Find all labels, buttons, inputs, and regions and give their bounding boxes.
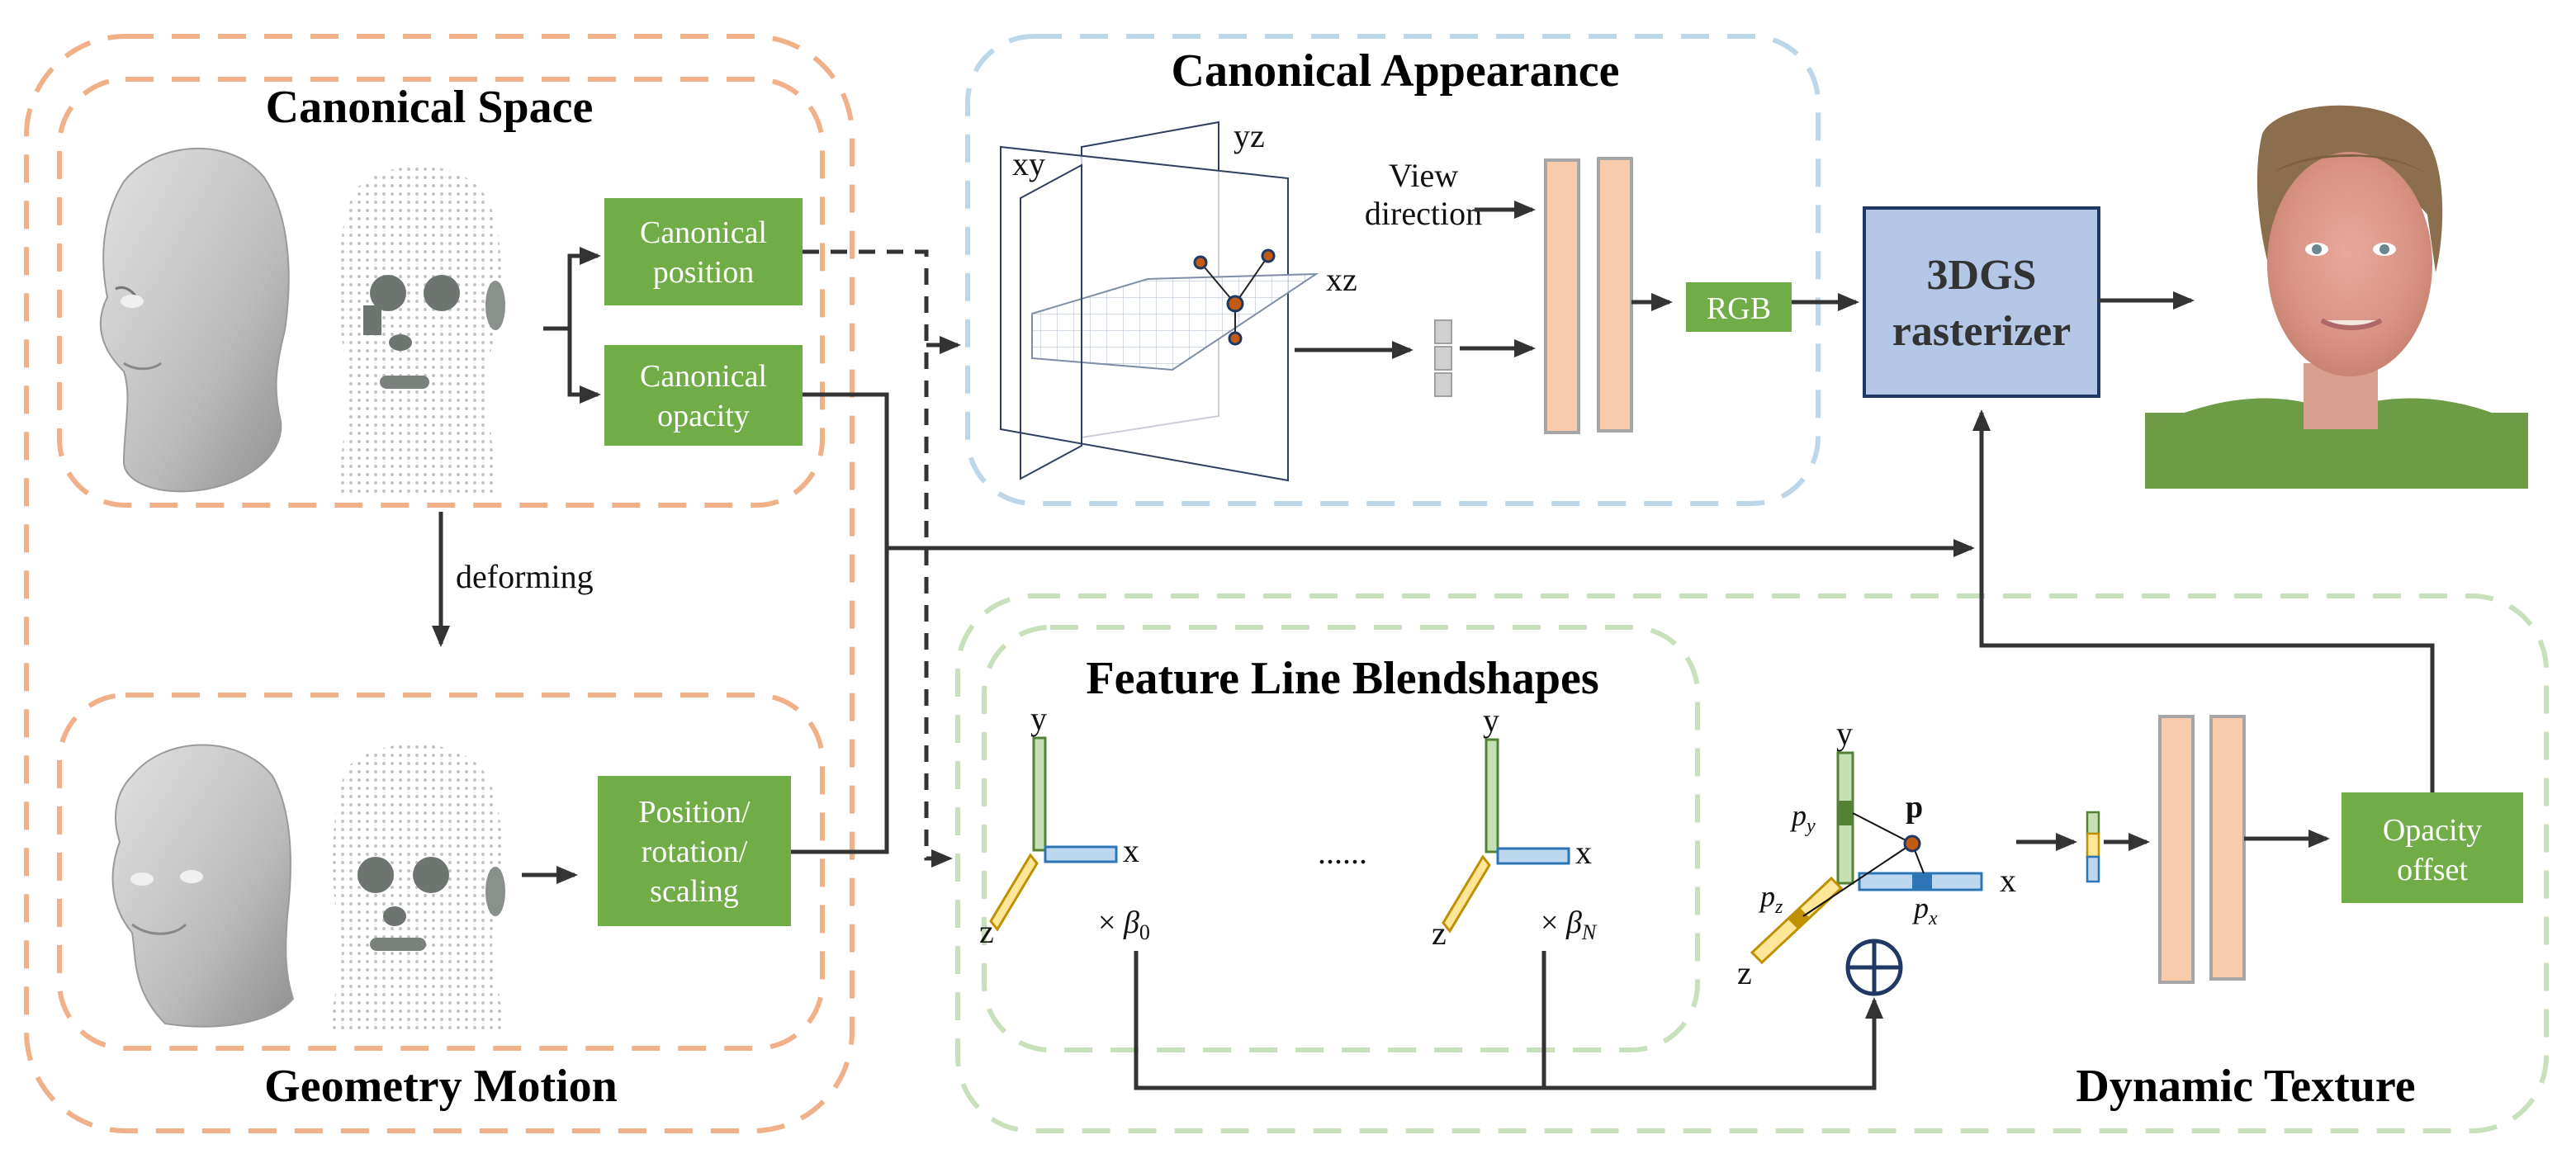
feature-lines-0 — [989, 736, 1118, 932]
svg-text:y: y — [1483, 702, 1499, 739]
deformed-gaussian-points — [330, 744, 505, 1032]
svg-text:RGB: RGB — [1707, 291, 1771, 326]
to-opacity-arrow — [567, 329, 601, 404]
geometry-motion-title: Geometry Motion — [264, 1061, 618, 1112]
canonical-appearance-title: Canonical Appearance — [1172, 45, 1620, 97]
dynamic-texture-title: Dynamic Texture — [2076, 1061, 2415, 1112]
feature-line-y — [1032, 736, 1047, 852]
triplane-icon — [1000, 121, 1319, 482]
combined-feature-lines — [1750, 751, 1983, 965]
svg-text:position: position — [653, 255, 754, 290]
sum-operator-icon — [1845, 939, 1903, 996]
svg-text:z: z — [1432, 915, 1447, 952]
proj-label-pz: pz — [1758, 880, 1783, 918]
weight-beta-n: × βN — [1541, 905, 1598, 944]
svg-text:y: y — [1030, 700, 1047, 737]
proj-label-px: px — [1911, 891, 1938, 929]
motion-inner-frame — [57, 693, 825, 1051]
rasterizer-box: 3DGS rasterizer — [1863, 206, 2100, 398]
position-rotation-scaling-box: Position/ rotation/ scaling — [598, 776, 791, 926]
svg-text:opacity: opacity — [657, 399, 750, 433]
svg-text:x: x — [1123, 832, 1139, 869]
weight-beta-0: × β0 — [1098, 905, 1150, 944]
canonical-appearance-panel: Canonical Appearance xy yz xz — [965, 34, 1859, 506]
plane-label-yz: yz — [1234, 117, 1265, 154]
canonical-gaussian-points — [338, 166, 505, 495]
texture-mlp-layer-1 — [2158, 715, 2195, 984]
feature-lines-n — [1442, 738, 1570, 934]
appearance-frame — [965, 34, 1821, 506]
svg-text:Canonical: Canonical — [640, 359, 767, 394]
canonical-space-frame — [57, 77, 825, 508]
deformed-head-mesh — [111, 744, 295, 1028]
point-p-label: p — [1906, 790, 1923, 825]
rgb-box: RGB — [1686, 282, 1792, 332]
dynamic-texture-frame — [955, 593, 2549, 1133]
canonical-opacity-box: Canonical opacity — [604, 345, 803, 446]
opacity-to-rasterizer-arrow — [1972, 409, 2435, 792]
svg-text:rasterizer: rasterizer — [1892, 308, 2071, 355]
texture-mlp-layer-2 — [2209, 715, 2246, 981]
proj-label-py: py — [1789, 799, 1816, 837]
canonical-space-title: Canonical Space — [266, 82, 594, 133]
dynamic-texture-panel: Feature Line Blendshapes y x z × β0 ....… — [955, 409, 2549, 1133]
svg-text:z: z — [1737, 954, 1752, 991]
svg-text:rotation/: rotation/ — [642, 835, 748, 869]
svg-text:Opacity: Opacity — [2383, 813, 2482, 848]
svg-text:z: z — [979, 913, 994, 950]
to-position-arrow — [543, 247, 601, 331]
svg-text:Position/: Position/ — [638, 795, 751, 830]
canonical-head-mesh — [99, 147, 290, 493]
view-direction-label-2: direction — [1365, 195, 1482, 232]
svg-text:y: y — [1836, 715, 1853, 752]
opacity-offset-box: Opacity offset — [2342, 792, 2523, 903]
blendshape-sum-bus — [1134, 951, 1883, 1090]
feature-line-z — [989, 853, 1039, 932]
feature-line-blendshapes-frame — [982, 625, 1700, 1052]
sample-point — [1226, 295, 1244, 313]
ellipsis: ...... — [1318, 834, 1367, 871]
view-direction-label-1: View — [1389, 157, 1458, 194]
appearance-mlp-layer-1 — [1544, 158, 1580, 434]
connector-lines — [791, 249, 1975, 868]
appearance-mlp-layer-2 — [1597, 157, 1633, 433]
svg-text:scaling: scaling — [650, 874, 739, 909]
svg-text:offset: offset — [2397, 853, 2468, 887]
svg-text:x: x — [1575, 834, 1592, 871]
svg-text:x: x — [2000, 862, 2016, 899]
feature-line-blendshapes-title: Feature Line Blendshapes — [1086, 653, 1598, 704]
plane-label-xz: xz — [1326, 261, 1357, 298]
feature-line-x — [1044, 845, 1118, 863]
svg-text:3DGS: 3DGS — [1927, 252, 2037, 299]
position-query-dashed-arrow — [803, 249, 953, 868]
concatenated-feature-vector — [2086, 811, 2100, 883]
query-point — [1903, 835, 1921, 853]
geometry-motion-panel: Canonical Space Canonical position — [24, 34, 855, 1133]
svg-text:Canonical: Canonical — [640, 215, 767, 250]
deforming-label: deforming — [456, 558, 594, 595]
opacity-motion-bus — [791, 392, 889, 854]
plane-label-xy: xy — [1012, 145, 1045, 182]
appearance-feature-vector — [1434, 319, 1452, 397]
rendered-face-image — [2145, 105, 2528, 489]
canonical-position-box: Canonical position — [604, 198, 803, 305]
geometry-outer-frame — [24, 34, 855, 1133]
